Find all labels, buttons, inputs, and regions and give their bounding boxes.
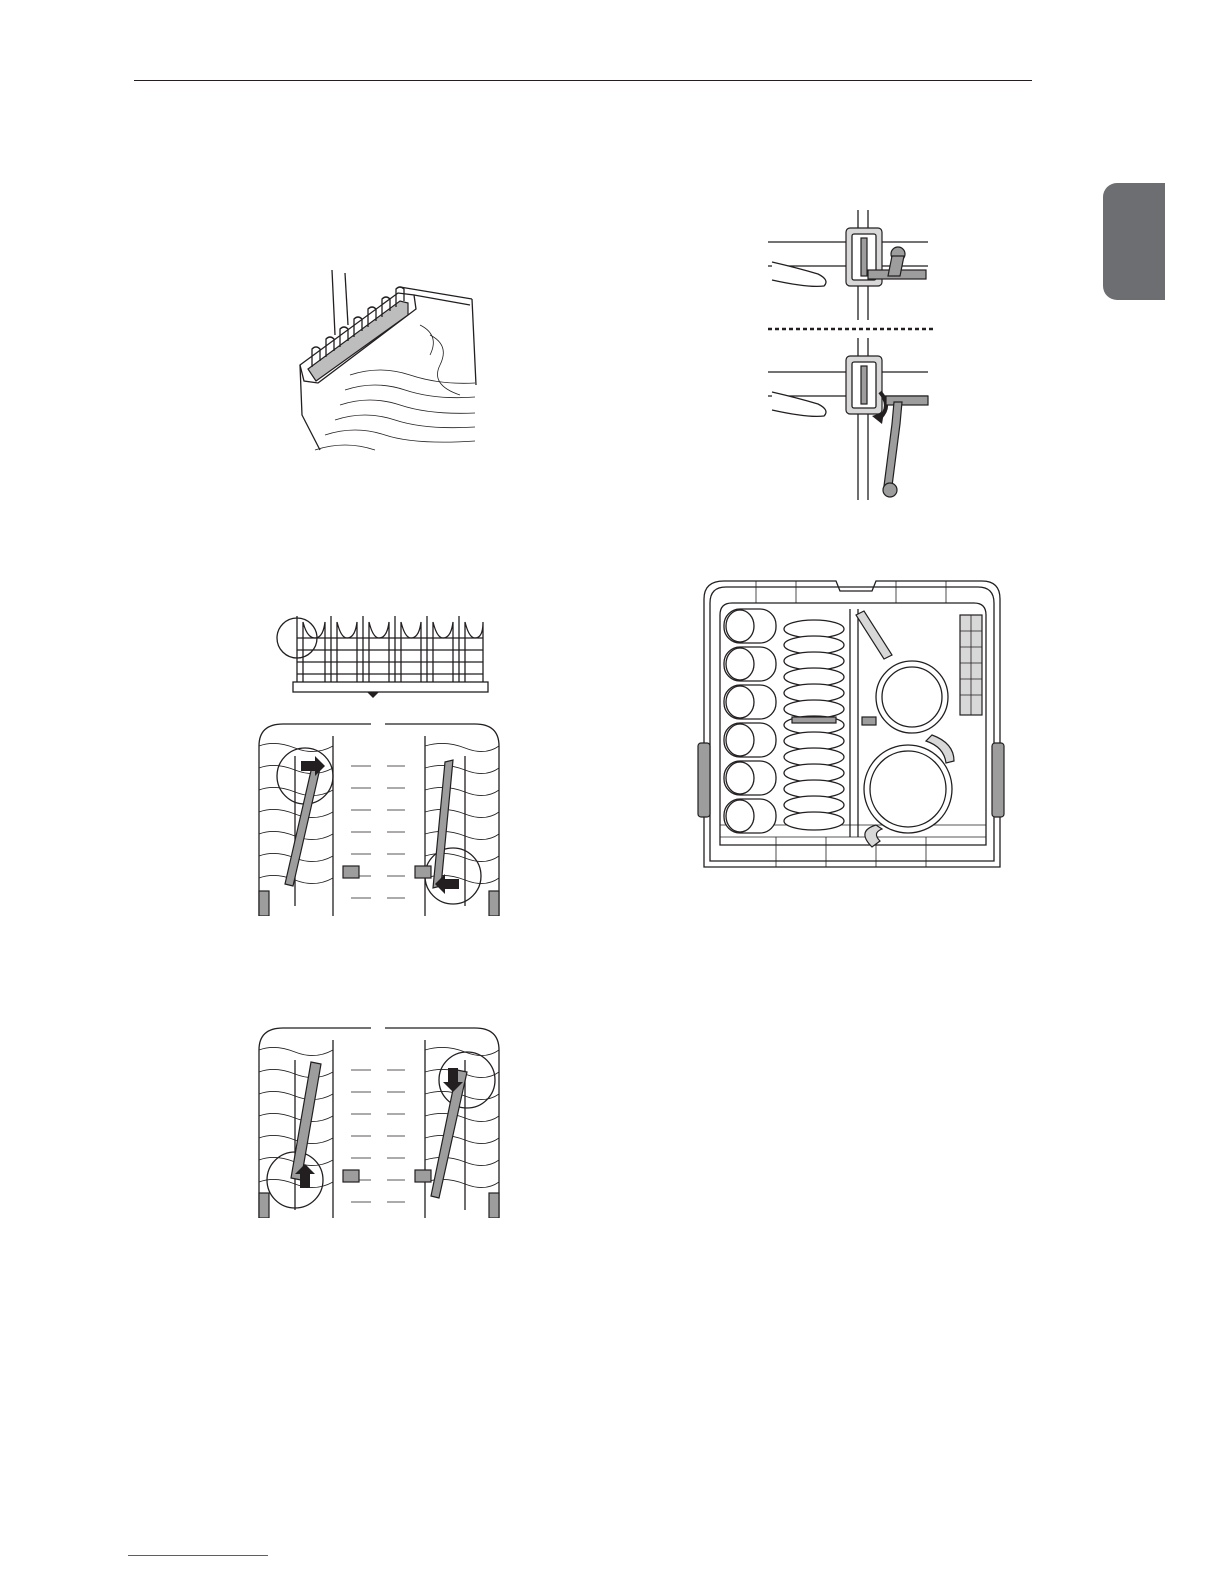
loaded-rack-illustration	[696, 575, 1008, 875]
tine-row-illustration	[290, 265, 480, 455]
lever-release-illustration	[768, 210, 938, 505]
move-bar-step1-illustration	[255, 716, 503, 916]
move-bar-step2-illustration	[255, 1020, 503, 1218]
header-rule	[134, 80, 1032, 81]
section-tab[interactable]	[1103, 183, 1165, 300]
footer-link-line[interactable]	[128, 1555, 268, 1556]
tine-holder-illustration	[275, 608, 490, 698]
